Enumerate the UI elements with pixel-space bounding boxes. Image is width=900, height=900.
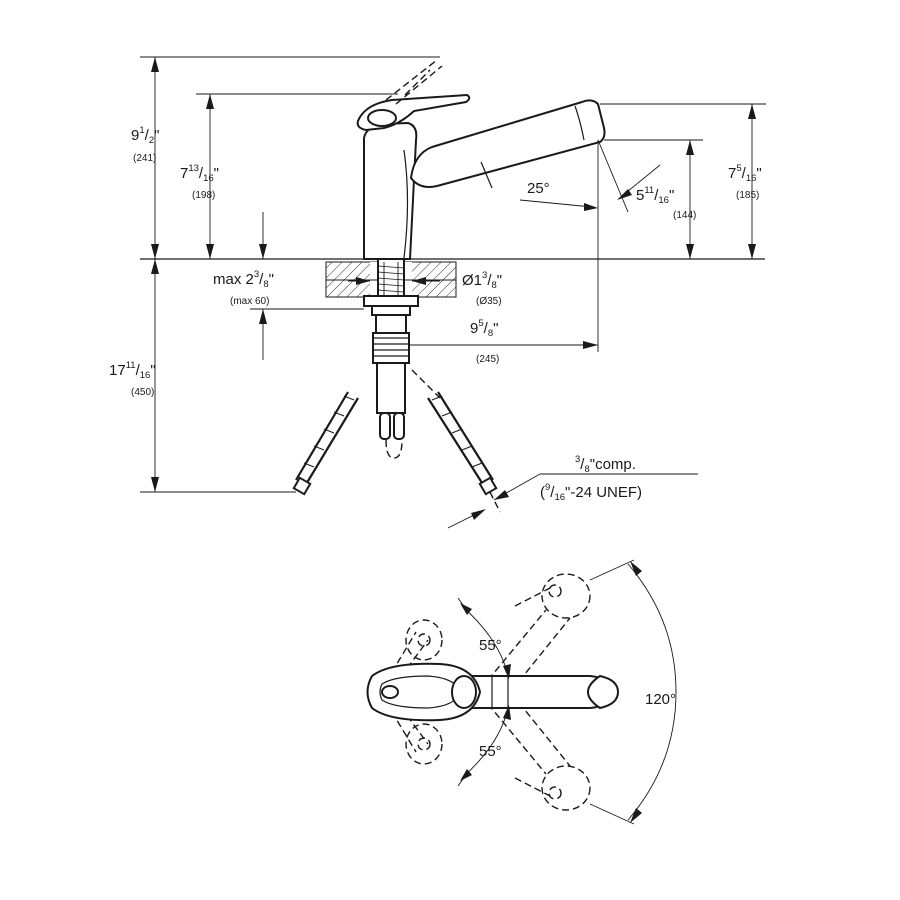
svg-text:(185): (185) xyxy=(736,190,759,201)
label-spout-swing: 120° xyxy=(645,691,676,708)
pull-out-spout xyxy=(409,99,606,189)
svg-text:Ø13/8": Ø13/8" xyxy=(462,270,502,291)
dim-overall-height xyxy=(140,56,440,259)
svg-text:(450): (450) xyxy=(131,387,154,398)
svg-text:(198): (198) xyxy=(192,190,215,201)
svg-text:(max 60): (max 60) xyxy=(230,296,269,307)
svg-text:max 23/8": max 23/8" xyxy=(213,269,274,290)
svg-text:(144): (144) xyxy=(673,210,696,221)
lever-handle xyxy=(356,93,471,132)
svg-text:713/16": 713/16" xyxy=(180,163,219,184)
dim-hole-diameter xyxy=(348,277,440,285)
label-lower-swing: 55° xyxy=(479,743,502,760)
supply-hose-left xyxy=(292,391,359,496)
label-spray-height: 511/16" (144) xyxy=(636,185,696,221)
label-handle-height: 713/16" (198) xyxy=(180,163,219,201)
label-upper-swing: 55° xyxy=(479,637,502,654)
mounting-shank xyxy=(363,258,419,459)
dim-handle-height xyxy=(196,93,398,259)
dim-connection-leader xyxy=(447,473,698,529)
svg-text:(Ø35): (Ø35) xyxy=(476,296,502,307)
dim-spout-reach xyxy=(408,140,599,352)
dim-lower-swing xyxy=(457,705,511,787)
label-connection: 3/8"comp. (9/16"-24 UNEF) xyxy=(540,454,642,503)
label-hole-diameter: Ø13/8" (Ø35) xyxy=(462,270,502,307)
svg-text:(9/16"-24 UNEF): (9/16"-24 UNEF) xyxy=(540,482,642,503)
svg-text:(245): (245) xyxy=(476,354,499,365)
label-overall-height: 91/2" (241) xyxy=(131,125,159,164)
svg-text:(241): (241) xyxy=(133,153,156,164)
supply-hose-right xyxy=(411,369,501,513)
dim-deck-thickness xyxy=(250,212,364,360)
lever-raised-phantom xyxy=(385,59,443,105)
svg-text:511/16": 511/16" xyxy=(636,185,674,206)
svg-text:1711/16": 1711/16" xyxy=(109,360,156,381)
label-spout-height: 75/16" (185) xyxy=(728,163,762,201)
dim-spout-height xyxy=(600,103,766,259)
faucet-plan-view xyxy=(366,662,620,722)
dim-below-deck xyxy=(140,259,296,493)
spout-position-upper-phantom xyxy=(487,573,591,691)
label-below-deck: 1711/16" (450) xyxy=(109,360,156,398)
label-spout-angle: 25° xyxy=(527,180,550,197)
handle-position-upper-phantom xyxy=(385,619,443,687)
label-deck-thickness: max 23/8" (max 60) xyxy=(213,269,274,307)
svg-text:95/8": 95/8" xyxy=(470,318,498,339)
label-spout-reach: 95/8" (245) xyxy=(470,318,499,365)
dim-upper-swing xyxy=(457,597,511,679)
dim-spray-height xyxy=(604,139,703,259)
svg-text:75/16": 75/16" xyxy=(728,163,762,184)
dim-spout-swing xyxy=(589,559,677,825)
faucet-body xyxy=(363,121,418,260)
spout-position-lower-phantom xyxy=(487,693,591,811)
handle-position-lower-phantom xyxy=(385,697,443,765)
svg-text:91/2": 91/2" xyxy=(131,125,159,146)
dim-spout-angle xyxy=(519,139,661,213)
svg-text:3/8"comp.: 3/8"comp. xyxy=(575,454,636,475)
